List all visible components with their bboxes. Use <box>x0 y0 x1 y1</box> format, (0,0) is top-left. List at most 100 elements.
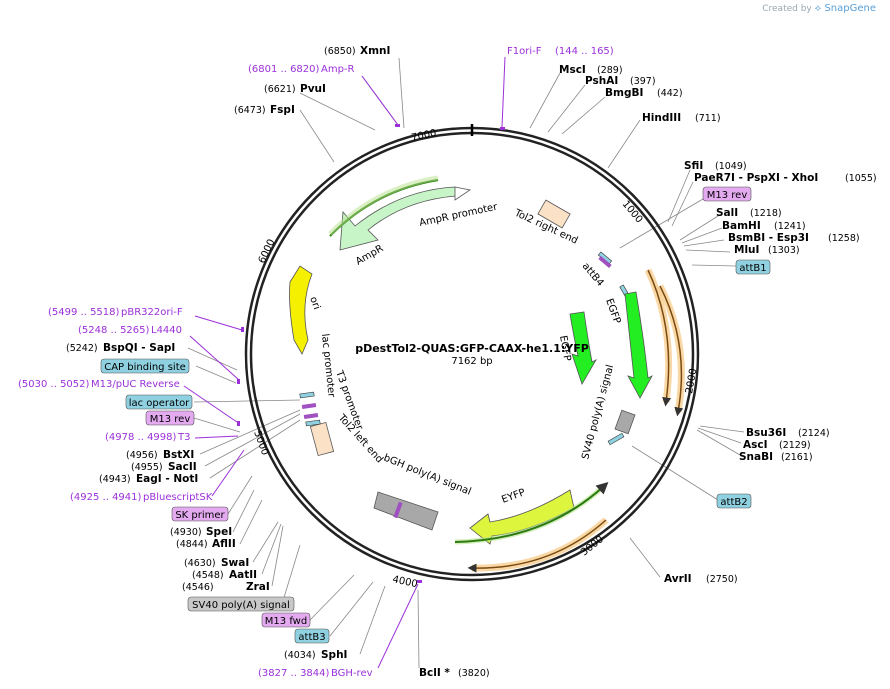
enzyme-pos-aflii: (4844) <box>176 539 208 550</box>
attb1-tag[interactable]: attB1 <box>735 259 771 275</box>
primer-pbluescriptsk[interactable]: pBluescriptSK <box>143 492 213 503</box>
enzyme-sphi[interactable]: SphI <box>321 649 347 661</box>
primer-pbr322[interactable]: pBR322ori-F <box>121 307 183 318</box>
enzyme-zrai[interactable]: ZraI <box>246 581 270 593</box>
enzyme-pshai[interactable]: PshAI <box>585 75 618 87</box>
enzyme-pos-eagi: (4943) <box>99 474 131 485</box>
enzyme-paer7i[interactable]: PaeR7I - PspXI - XhoI <box>694 172 818 184</box>
egfp-inner-arrow <box>569 311 598 385</box>
plasmid-size: 7162 bp <box>451 356 492 367</box>
enzyme-pos-bcli: (3820) <box>458 668 490 679</box>
enzyme-bsu36i[interactable]: Bsu36I <box>746 427 786 439</box>
enzyme-pos-spei: (4930) <box>170 527 202 538</box>
enzyme-bspqi[interactable]: BspQI - SapI <box>103 342 175 354</box>
enzyme-pos-paer7i: (1055) <box>845 173 877 184</box>
ampr-arrow <box>339 186 457 251</box>
enzyme-bmgbi[interactable]: BmgBI <box>605 87 643 99</box>
cap-binding-label: CAP binding site <box>104 362 186 373</box>
label-bgh: bGH poly(A) signal <box>382 453 473 498</box>
enzyme-sacii[interactable]: SacII <box>168 461 197 473</box>
primer-pos-pbluescriptsk: (4925 .. 4941) <box>70 492 142 503</box>
enzyme-avrii[interactable]: AvrII <box>664 573 692 585</box>
enzyme-snabi[interactable]: SnaBI <box>739 451 773 463</box>
enzyme-pos-snabi: (2161) <box>781 452 813 463</box>
enzyme-pos-bmgbi: (442) <box>657 88 683 99</box>
enzyme-hindiii[interactable]: HindIII <box>642 112 681 124</box>
enzyme-swai[interactable]: SwaI <box>221 557 249 569</box>
enzyme-bstxi[interactable]: BstXI <box>163 449 194 461</box>
tol2-right-box <box>537 199 571 229</box>
enzyme-pvui[interactable]: PvuI <box>300 83 326 95</box>
bgh-polya-box <box>373 491 439 531</box>
enzyme-eagi[interactable]: EagI - NotI <box>136 473 198 485</box>
enzyme-msci[interactable]: MscI <box>559 64 586 76</box>
enzyme-sali[interactable]: SalI <box>716 207 738 219</box>
cap-binding-tag[interactable]: CAP binding site <box>100 358 190 374</box>
primer-leader-lines <box>183 56 506 669</box>
primer-f1ori[interactable]: F1ori-F <box>507 46 542 57</box>
sv40-polya-box <box>614 409 636 435</box>
enzyme-pos-asci: (2129) <box>779 440 811 451</box>
sv40-polya-tag[interactable]: SV40 poly(A) signal <box>187 596 295 612</box>
enzyme-xmni[interactable]: XmnI <box>360 45 390 57</box>
sk-primer-tag[interactable]: SK primer <box>171 506 229 522</box>
enzyme-fspi[interactable]: FspI <box>270 104 295 116</box>
ori-arrow <box>289 265 313 355</box>
enzyme-pos-avrii: (2750) <box>706 574 738 585</box>
enzyme-sfii[interactable]: SfiI <box>684 160 703 172</box>
enzyme-pos-xmni: (6850) <box>324 46 356 57</box>
enzyme-aatii[interactable]: AatII <box>229 569 257 581</box>
tol2-left-box <box>309 421 335 457</box>
primer-m13puc[interactable]: M13/pUC Reverse <box>91 379 180 390</box>
primer-ampr[interactable]: Amp-R <box>321 64 355 75</box>
attb1-label: attB1 <box>739 263 766 274</box>
enzyme-pos-sacii: (4955) <box>131 462 163 473</box>
attb3-tag[interactable]: attB3 <box>294 628 330 644</box>
primer-pos-f1ori: (144 .. 165) <box>555 46 614 57</box>
enzyme-pos-sfii: (1049) <box>715 161 747 172</box>
enzyme-aflii[interactable]: AflII <box>212 538 236 550</box>
sv40-tag-label: SV40 poly(A) signal <box>192 600 290 611</box>
enzyme-pos-fspi: (6473) <box>234 105 266 116</box>
eyfp-orange-track <box>467 519 607 573</box>
enzyme-bamhi[interactable]: BamHI <box>722 220 761 232</box>
enzyme-spei[interactable]: SpeI <box>206 526 232 538</box>
primer-bghrev[interactable]: BGH-rev <box>331 668 373 679</box>
m13fwd-label: M13 fwd <box>265 616 307 627</box>
attb2-tag[interactable]: attB2 <box>716 493 752 509</box>
enzyme-pos-bspqi: (5242) <box>66 343 98 354</box>
enzyme-bsmbi[interactable]: BsmBI - Esp3I <box>728 232 809 244</box>
enzyme-pos-swai: (4630) <box>184 558 216 569</box>
enzyme-mlui[interactable]: MluI <box>734 244 759 256</box>
tick-7000: 7000 <box>410 128 437 144</box>
lac-operator-tag[interactable]: lac operator <box>125 394 193 410</box>
snapgene-brand: SnapGene <box>824 3 876 14</box>
label-ampr: AmpR <box>354 243 385 267</box>
plasmid-name: pDestTol2-QUAS:GFP-CAAX-he1.1:YFP <box>355 342 589 355</box>
primer-t3[interactable]: T3 <box>177 432 190 443</box>
enzyme-pos-mlui: (1303) <box>768 245 800 256</box>
ampr-promoter-arrow <box>454 186 472 201</box>
snapgene-watermark: Created by ⟡ SnapGene <box>762 3 876 14</box>
snapgene-logo: ⟡ SnapGene <box>814 3 876 14</box>
primer-marks <box>237 124 505 583</box>
primer-l4440[interactable]: L4440 <box>151 325 182 336</box>
m13rev-left-tag[interactable]: M13 rev <box>145 410 195 426</box>
m13fwd-tag[interactable]: M13 fwd <box>261 612 311 628</box>
enzyme-pos-pshai: (397) <box>630 76 656 87</box>
enzyme-pos-bsmbi: (1258) <box>828 233 860 244</box>
m13rev-top-tag[interactable]: M13 rev <box>702 186 752 202</box>
enzyme-asci[interactable]: AscI <box>743 439 768 451</box>
egfp-track-outer <box>647 269 672 407</box>
enzyme-pos-zrai: (4546) <box>182 582 214 593</box>
label-lac-promoter: lac promoter <box>319 333 337 399</box>
enzyme-bcli[interactable]: BclI * <box>419 667 450 679</box>
label-ampr-promoter: AmpR promoter <box>418 201 499 228</box>
attb2-label: attB2 <box>720 497 747 508</box>
tick-4000: 4000 <box>391 574 418 590</box>
tick-2000: 2000 <box>684 368 699 395</box>
egfp-outer-arrow <box>624 291 653 399</box>
tick-6000: 6000 <box>257 238 278 266</box>
enzyme-pos-bsu36i: (2124) <box>798 428 830 439</box>
